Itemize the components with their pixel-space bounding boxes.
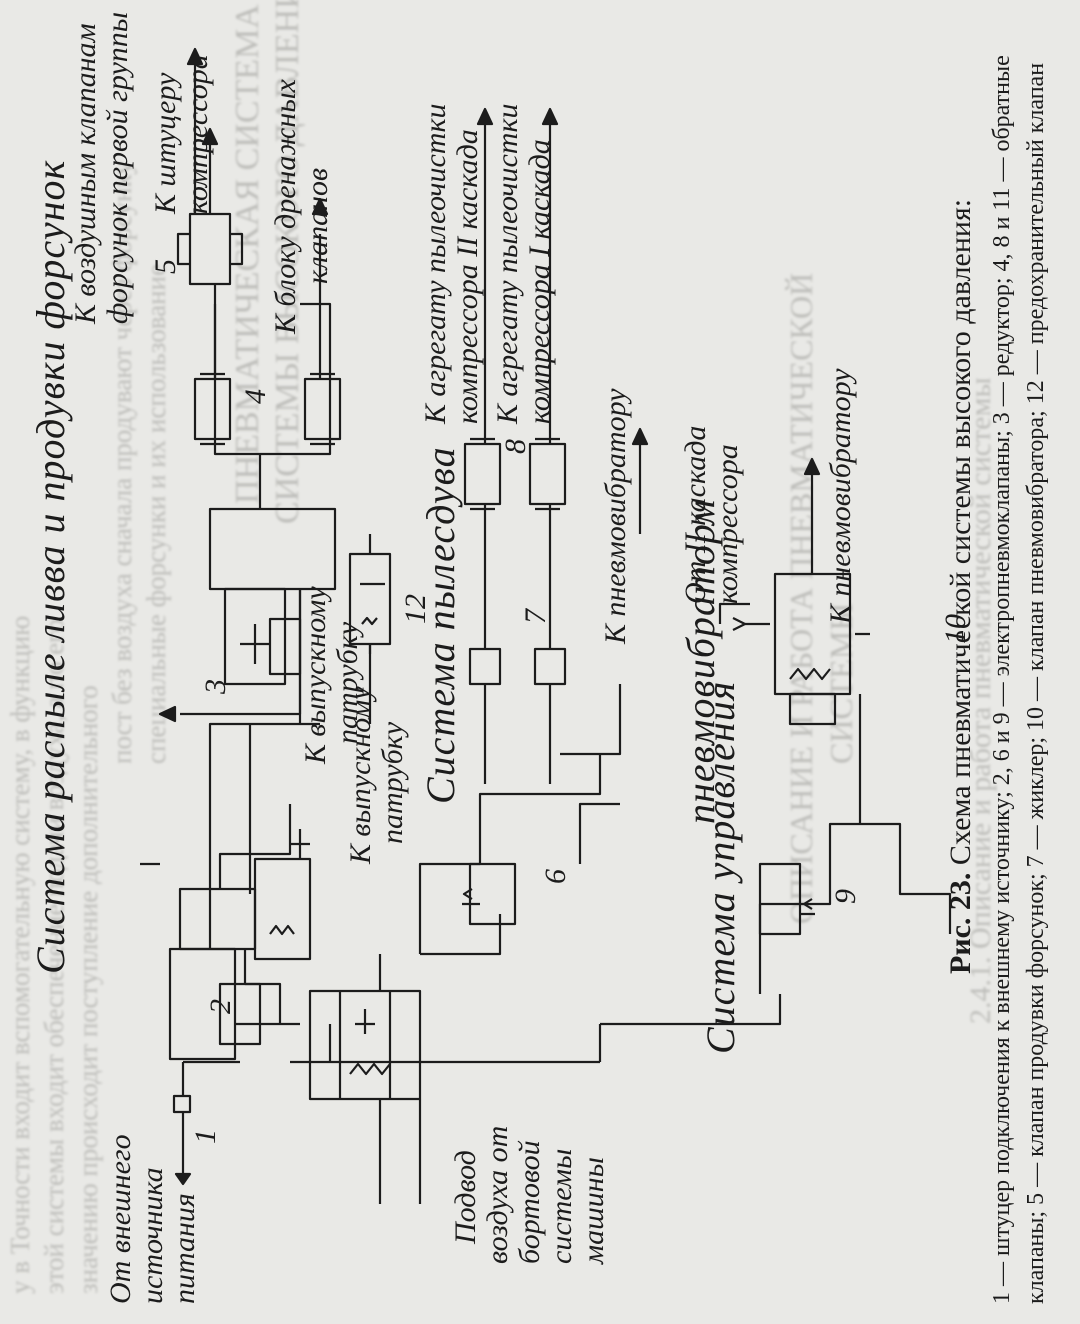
- valve-2: [168, 804, 312, 1061]
- label-from-cascade-2: компрессора: [711, 444, 744, 604]
- figure-caption-line-1: 1 — штуцер подключения к внешнему источн…: [989, 55, 1015, 1304]
- line-to-jet: [560, 684, 622, 756]
- label-dust-1-a: К агрегату пылеочистки: [491, 103, 524, 425]
- label-ext-source-2: источника: [136, 1167, 169, 1304]
- valve-9: [600, 822, 952, 1026]
- label-compressor-fitting-1: К штуцеру: [149, 72, 182, 214]
- dust-lines: [483, 124, 552, 634]
- label-exhaust-1-b: патрубку: [331, 621, 364, 744]
- number-3: 3: [199, 679, 232, 694]
- board-supply-line: [378, 1099, 422, 1204]
- title-dust-system: Система пылесдува: [418, 446, 463, 804]
- number-7: 7: [519, 609, 552, 624]
- number-9: 9: [829, 889, 862, 904]
- valve-6: [418, 754, 620, 956]
- fitting-1: [172, 1094, 192, 1114]
- label-board-air-1: Подвод: [449, 1150, 482, 1244]
- check-valve-8a: [463, 437, 502, 511]
- label-from-cascade-1: От II каскада: [679, 425, 712, 604]
- label-ext-source-3: питания: [168, 1193, 201, 1304]
- label-drain-1: К блоку дренажных: [269, 79, 302, 334]
- label-exhaust-2-b: патрубку: [376, 721, 409, 844]
- label-air-valves-1: К воздушным клапанам: [69, 23, 102, 324]
- label-ext-source-1: От внешнего: [104, 1134, 137, 1304]
- label-dust-1-b: компрессора I каскада: [523, 139, 556, 424]
- figure-caption-line-2: клапаны; 5 — клапан продувки форсунок; 7…: [1023, 62, 1049, 1304]
- check-valve-board: [308, 989, 422, 1101]
- label-compressor-fitting-2: компрессора: [181, 54, 214, 214]
- valve-10: [773, 534, 852, 726]
- label-to-vibrator-2: К пневмовибратору: [824, 368, 857, 624]
- number-1: 1: [189, 1129, 222, 1144]
- check-valve-4a: [193, 372, 232, 446]
- label-dust-2-a: К агрегату пылеочистки: [419, 103, 452, 425]
- check-valve-8b: [528, 437, 567, 511]
- number-8: 8: [499, 439, 532, 454]
- number-6: 6: [539, 869, 572, 884]
- label-dust-2-b: компрессора II каскада: [451, 129, 484, 424]
- label-air-valves-2: форсунок первой группы: [101, 11, 134, 324]
- number-4: 4: [239, 389, 272, 404]
- label-to-vibrator-1: К пневмовибратору: [599, 388, 632, 644]
- figure-caption-title: Рис. 23. Схема пневматической системы вы…: [944, 198, 977, 974]
- number-2: 2: [204, 999, 237, 1014]
- label-drain-2: клапанов: [301, 168, 334, 284]
- label-exhaust-1-a: К выпускному: [299, 586, 332, 764]
- number-12: 12: [399, 594, 432, 624]
- label-board-air-3: бортовой: [513, 1140, 546, 1264]
- reducer-to-exhaust: [180, 589, 302, 716]
- number-5: 5: [149, 259, 182, 274]
- valve-5: [176, 47, 244, 286]
- figure-title: Схема пневматической системы высокого да…: [944, 198, 977, 866]
- jet-7: [468, 634, 567, 699]
- branch-lines: [328, 1024, 602, 1062]
- figure-number: Рис. 23.: [944, 872, 977, 974]
- label-board-air-5: машины: [577, 1157, 610, 1264]
- title-fuel-system: Система распыле ливва и продувки форсуно…: [28, 159, 73, 974]
- check-valve-4b: [303, 372, 342, 446]
- label-board-air-4: системы: [545, 1148, 578, 1264]
- label-board-air-2: воздуха от: [481, 1125, 514, 1264]
